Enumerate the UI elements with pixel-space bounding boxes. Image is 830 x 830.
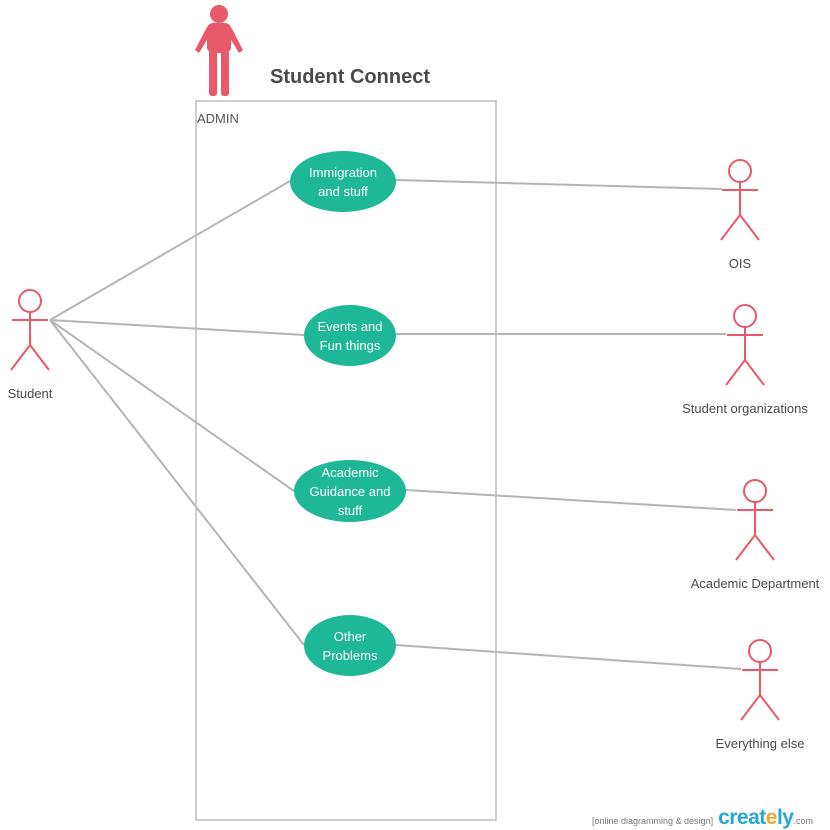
actor-label-student: Student [7,386,53,401]
actor-label-orgs: Student organizations [682,401,808,416]
actor-figures [10,159,780,721]
association-lines [49,179,742,670]
use-case-label-line: Immigration [309,164,377,180]
actor-else-icon[interactable] [740,639,780,721]
use-case-label-line: Academic [321,464,379,480]
association-line-immigration-ois [395,179,723,190]
association-line-student-academic [49,319,295,492]
actor-label-ois: OIS [728,256,752,271]
association-line-student-immigration [49,180,291,321]
association-line-academic-dept [405,489,737,511]
actor-student-icon[interactable] [10,289,50,371]
watermark-domain: .com [793,816,813,826]
actor-ois-icon[interactable] [720,159,760,241]
use-case-label-line: Other [333,628,367,644]
creately-logo: creately [718,806,794,829]
association-line-other-else [395,644,742,670]
use-case-label-line: stuff [337,502,363,518]
diagram-title: Student Connect [270,66,430,88]
creately-watermark[interactable]: [online diagramming & design] creately .… [592,806,813,830]
actor-orgs-icon[interactable] [725,304,765,386]
actor-label-dept: Academic Department [690,576,820,591]
admin-actor-icon [195,5,243,96]
association-line-student-events [49,319,305,336]
actor-label-else: Everything else [715,736,805,751]
use-case-label-line: Guidance and [309,483,391,499]
use-case-label-line: Fun things [319,337,381,353]
system-label: ADMIN [197,111,239,126]
use-case-label-line: Problems [322,647,378,663]
association-line-student-other [49,319,305,646]
watermark-tagline: [online diagramming & design] [592,816,714,826]
actor-dept-icon[interactable] [735,479,775,561]
system-boundary [195,100,497,821]
use-case-label-line: Events and [317,318,383,334]
use-case-label-line: and stuff [318,183,368,199]
use-case-immigration[interactable]: Immigration and stuff [290,151,396,212]
